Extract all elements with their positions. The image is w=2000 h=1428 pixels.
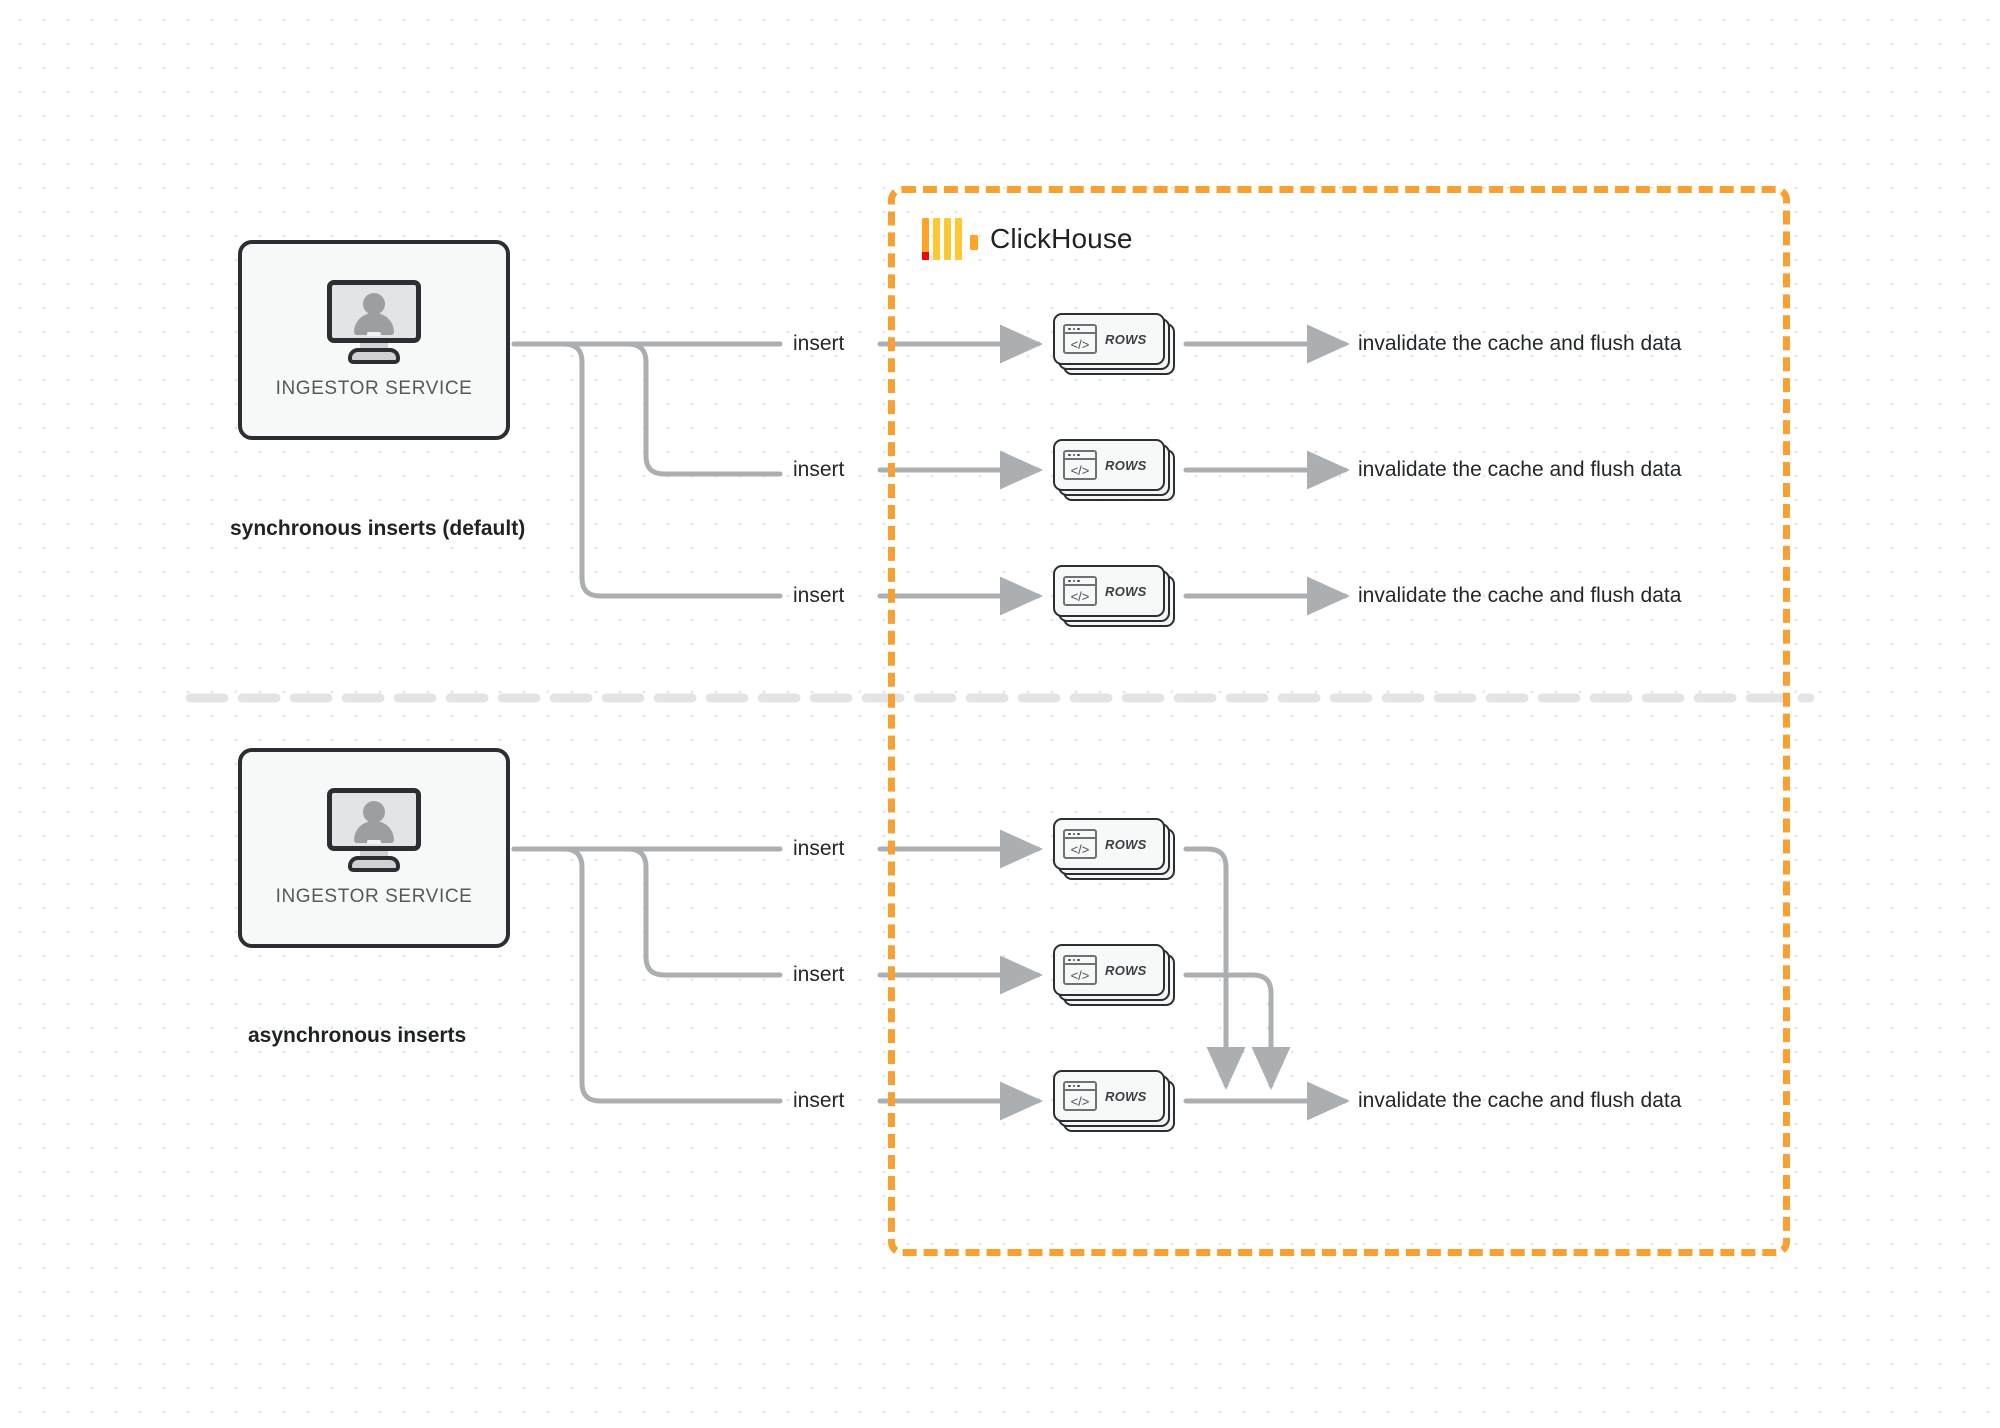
rows-card-async-3[interactable]: </> ROWS (1053, 1070, 1175, 1132)
rows-label: ROWS (1105, 457, 1147, 473)
rows-card-sync-3[interactable]: </> ROWS (1053, 565, 1175, 627)
section-caption-sync: synchronous inserts (default) (230, 517, 526, 540)
result-label-sync-3: invalidate the cache and flush data (1358, 584, 1682, 607)
clickhouse-boundary (888, 186, 1790, 1256)
monitor-user-icon (327, 280, 421, 364)
ingestor-service-label-async: INGESTOR SERVICE (275, 886, 473, 907)
clickhouse-wordmark: ClickHouse (990, 223, 1133, 254)
insert-label-async-3: insert (793, 1089, 845, 1112)
code-window-icon: </> (1063, 955, 1097, 985)
rows-card-async-1[interactable]: </> ROWS (1053, 818, 1175, 880)
rows-label: ROWS (1105, 1088, 1147, 1104)
result-label-sync-2: invalidate the cache and flush data (1358, 458, 1682, 481)
code-window-icon: </> (1063, 450, 1097, 480)
insert-label-sync-1: insert (793, 332, 845, 355)
code-window-icon: </> (1063, 1081, 1097, 1111)
code-window-icon: </> (1063, 324, 1097, 354)
clickhouse-brand: ClickHouse (922, 218, 1133, 260)
insert-label-sync-3: insert (793, 584, 845, 607)
rows-label: ROWS (1105, 836, 1147, 852)
clickhouse-logo-icon (922, 218, 978, 260)
rows-card-sync-2[interactable]: </> ROWS (1053, 439, 1175, 501)
ingestor-service-async[interactable]: INGESTOR SERVICE (238, 748, 510, 948)
code-window-icon: </> (1063, 576, 1097, 606)
rows-card-sync-1[interactable]: </> ROWS (1053, 313, 1175, 375)
insert-label-async-2: insert (793, 963, 845, 986)
monitor-user-icon (327, 788, 421, 872)
insert-label-sync-2: insert (793, 458, 845, 481)
rows-label: ROWS (1105, 331, 1147, 347)
insert-label-async-1: insert (793, 837, 845, 860)
rows-label: ROWS (1105, 962, 1147, 978)
ingestor-service-label-sync: INGESTOR SERVICE (275, 378, 473, 399)
rows-label: ROWS (1105, 583, 1147, 599)
rows-card-async-2[interactable]: </> ROWS (1053, 944, 1175, 1006)
section-caption-async: asynchronous inserts (248, 1024, 467, 1047)
code-window-icon: </> (1063, 829, 1097, 859)
result-label-async-merged: invalidate the cache and flush data (1358, 1089, 1682, 1112)
result-label-sync-1: invalidate the cache and flush data (1358, 332, 1682, 355)
ingestor-service-sync[interactable]: INGESTOR SERVICE (238, 240, 510, 440)
